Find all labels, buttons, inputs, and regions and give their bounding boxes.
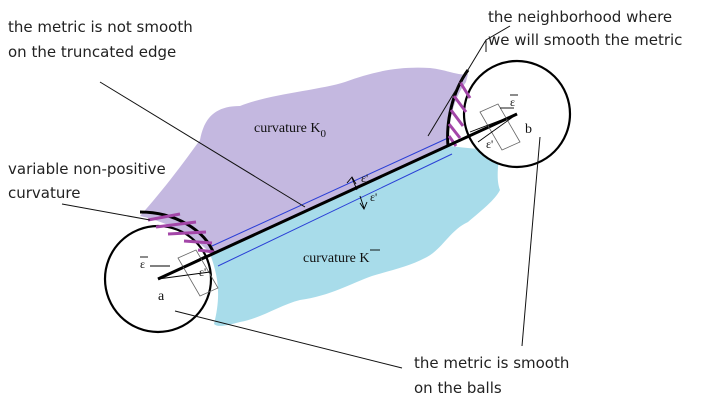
label-eps-bar-b: ε	[510, 95, 515, 109]
eps-prime-arrowhead-lower	[359, 201, 368, 210]
annotation-variable-line2: curvature	[8, 184, 80, 202]
leader-variable	[61, 203, 151, 221]
label-point-a: a	[158, 289, 165, 304]
leader-smooth-balls-b	[521, 136, 541, 347]
leader-not-smooth	[99, 81, 306, 208]
annotation-neighborhood-line1: the neighborhood where	[488, 8, 672, 26]
hatch-left	[147, 212, 215, 254]
label-eps-prime-a: ε'	[199, 265, 206, 279]
leader-smooth-balls-a	[174, 310, 403, 369]
radius-b-2	[477, 113, 518, 143]
band-line-lower	[217, 153, 453, 267]
annotation-neighborhood-line2: we will smooth the metric	[488, 31, 682, 49]
eps-prime-arrowhead-upper	[346, 176, 357, 185]
eps-prime-arrow-lower	[359, 195, 365, 209]
annotation-smooth-balls-line1: the metric is smooth	[414, 354, 569, 372]
label-eps-prime-mid-lower: ε'	[370, 190, 377, 204]
annotation-variable-line1: variable non-positive	[8, 160, 166, 178]
smoothing-box-a	[177, 249, 219, 297]
band-line-upper	[211, 137, 449, 247]
eps-prime-arrow-upper	[351, 177, 358, 191]
annotation-not-smooth-line2: on the truncated edge	[8, 43, 176, 61]
label-eps-prime-mid-upper: ε'	[361, 171, 368, 185]
annotation-not-smooth-line1: the metric is not smooth	[8, 18, 193, 36]
lower-region-curvature-kbar	[210, 146, 500, 326]
radius-a-2	[157, 271, 211, 280]
hatch-right	[447, 81, 472, 147]
label-curvature-kbar: curvature K	[303, 251, 369, 266]
annotation-smooth-balls-line2: on the balls	[414, 379, 502, 397]
smoothing-box-b	[479, 103, 521, 151]
radius-b-1	[469, 113, 518, 133]
label-eps-bar-a: ε	[140, 257, 145, 271]
geodesic-edge	[157, 112, 518, 281]
upper-region-curvature-k0	[140, 67, 468, 263]
label-point-b: b	[525, 122, 532, 137]
label-curvature-k0: curvature K0	[254, 121, 326, 140]
radius-a-1	[157, 255, 206, 280]
label-eps-prime-b: ε'	[486, 137, 493, 151]
